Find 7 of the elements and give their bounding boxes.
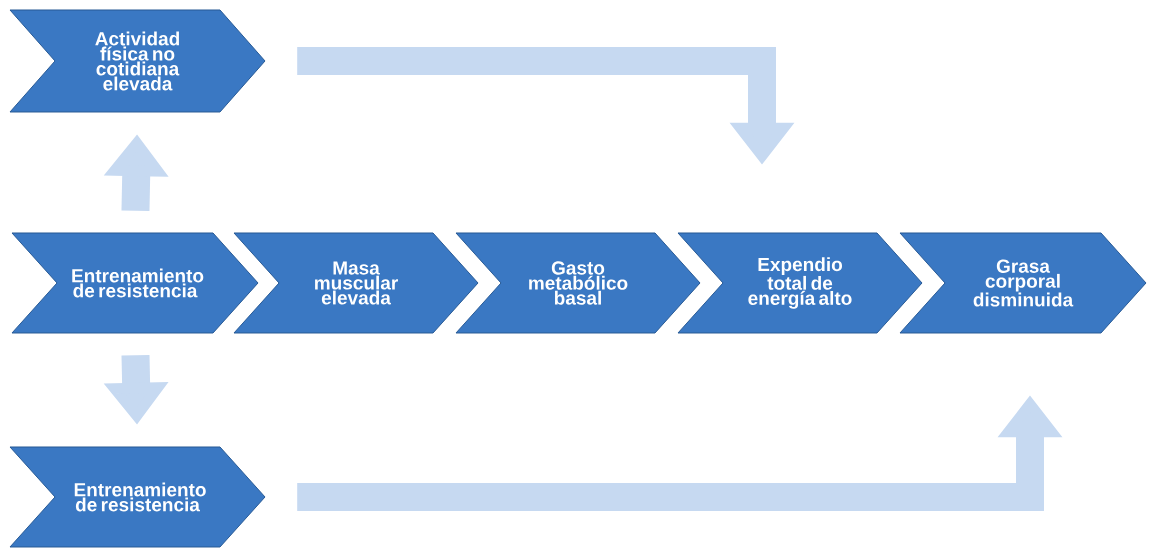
process-step: Expendio total de energía alto xyxy=(677,232,923,334)
process-step: Grasa corporal disminuida xyxy=(899,232,1147,334)
process-step: Actividad física no cotidiana elevada xyxy=(9,9,266,113)
process-step: Entrenamiento de resistencia xyxy=(11,232,259,334)
process-step: Entrenamiento de resistencia xyxy=(9,446,266,548)
process-step: Gasto metabólico basal xyxy=(455,232,701,334)
process-step: Masa muscular elevada xyxy=(233,232,479,334)
